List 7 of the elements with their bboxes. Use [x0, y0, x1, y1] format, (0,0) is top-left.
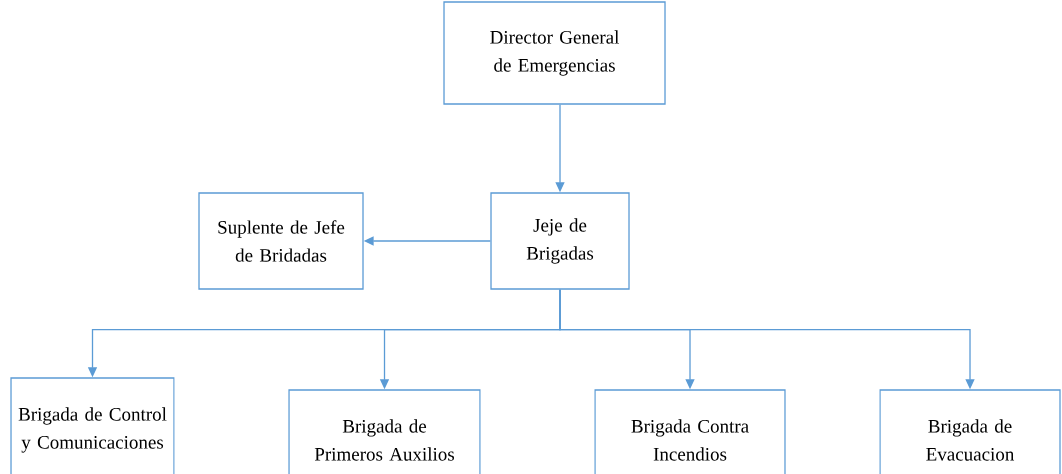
org-box: Brigada Contra Incendios: [594, 389, 786, 474]
org-box: Jeje de Brigadas: [490, 192, 630, 290]
org-box: Brigada de Evacuacion: [879, 389, 1061, 474]
org-box: Brigada de Control y Comunicaciones: [10, 377, 175, 474]
org-box: Director General de Emergencias: [443, 1, 666, 105]
org-box: Brigada de Primeros Auxilios: [288, 389, 481, 474]
org-box: Suplente de Jefe de Bridadas: [198, 192, 364, 290]
